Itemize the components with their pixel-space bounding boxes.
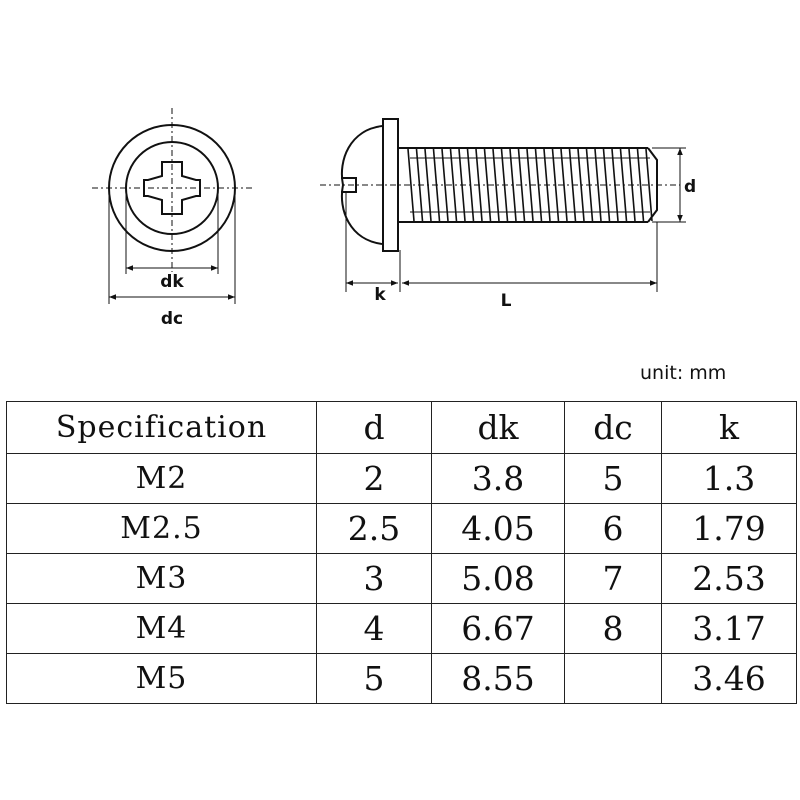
washer-outline xyxy=(108,124,236,252)
header-cell: Specification xyxy=(6,401,317,454)
table-cell: 3 xyxy=(316,553,432,604)
thread-line xyxy=(585,148,594,222)
thread-line xyxy=(577,148,585,222)
header-cell: dk xyxy=(431,401,565,454)
table-cell: 3.17 xyxy=(661,603,797,654)
table-cell: M5 xyxy=(6,653,317,704)
d-label: d xyxy=(684,177,696,197)
thread-line xyxy=(619,148,628,222)
thread-line xyxy=(449,148,458,222)
dk-label: dk xyxy=(160,272,184,292)
top-view xyxy=(92,108,252,304)
thread-line xyxy=(636,148,645,222)
table-cell: 6.67 xyxy=(431,603,565,654)
table-cell: M3 xyxy=(6,553,317,604)
L-label: L xyxy=(501,291,512,311)
thread-line xyxy=(432,148,441,222)
table-cell: 5 xyxy=(316,653,432,704)
thread-line xyxy=(407,148,415,222)
thread-line xyxy=(458,148,466,222)
unit-note: unit: mm xyxy=(640,362,727,384)
thread-line xyxy=(534,148,543,222)
header-cell: d xyxy=(316,401,432,454)
thread-line xyxy=(543,148,551,222)
table-cell: 2.5 xyxy=(316,503,432,554)
thread-line xyxy=(475,148,483,222)
thread-line xyxy=(568,148,577,222)
table-cell: 2 xyxy=(316,453,432,504)
thread-line xyxy=(602,148,611,222)
head-outline xyxy=(125,141,219,235)
thread-line xyxy=(560,148,568,222)
table-cell: 6 xyxy=(564,503,662,554)
table-cell: 7 xyxy=(564,553,662,604)
table-cell: 4 xyxy=(316,603,432,654)
thread-line xyxy=(526,148,534,222)
thread-line xyxy=(611,148,619,222)
thread-line xyxy=(415,148,424,222)
washer-flange xyxy=(382,118,399,252)
table-cell: 3.46 xyxy=(661,653,797,704)
thread-line xyxy=(441,148,449,222)
thread-line xyxy=(645,148,653,222)
header-cell: k xyxy=(661,401,797,454)
table-cell: M4 xyxy=(6,603,317,654)
table-cell: 1.79 xyxy=(661,503,797,554)
table-cell: 5 xyxy=(564,453,662,504)
table-cell: 8 xyxy=(564,603,662,654)
table-cell: 4.05 xyxy=(431,503,565,554)
thread-line xyxy=(466,148,475,222)
phillips-cross xyxy=(143,161,201,215)
table-cell: 5.08 xyxy=(431,553,565,604)
table-cell: M2 xyxy=(6,453,317,504)
table-cell: 3.8 xyxy=(431,453,565,504)
k-label: k xyxy=(374,285,386,305)
side-view xyxy=(320,118,686,292)
thread-line xyxy=(551,148,560,222)
thread-line xyxy=(517,148,526,222)
head-slot xyxy=(341,177,357,193)
thread-line xyxy=(492,148,500,222)
screw-head xyxy=(341,125,383,245)
thread-line xyxy=(500,148,509,222)
screw-diagram: dk dc d k L xyxy=(92,108,696,329)
thread-line xyxy=(509,148,517,222)
thread-line xyxy=(628,148,636,222)
dc-label: dc xyxy=(161,309,183,329)
thread-lines xyxy=(407,148,653,222)
header-cell: dc xyxy=(564,401,662,454)
table-cell: M2.5 xyxy=(6,503,317,554)
table-cell: 8.55 xyxy=(431,653,565,704)
thread-line xyxy=(594,148,602,222)
table-cell xyxy=(564,653,662,704)
thread-line xyxy=(483,148,492,222)
table-cell: 1.3 xyxy=(661,453,797,504)
thread-line xyxy=(424,148,432,222)
table-cell: 2.53 xyxy=(661,553,797,604)
